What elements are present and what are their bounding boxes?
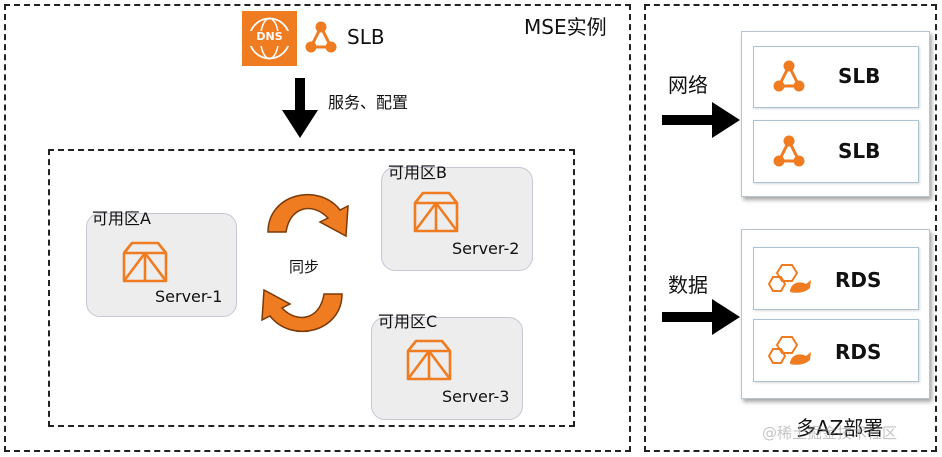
zone-b-label: 可用区B — [388, 163, 447, 182]
down-arrow-icon — [282, 78, 318, 138]
arrow-label: 服务、配置 — [328, 93, 409, 112]
slb-label: SLB — [347, 25, 385, 49]
zone-a-label: 可用区A — [92, 209, 151, 228]
slb-icon — [305, 21, 337, 53]
data-item-label: RDS — [835, 340, 882, 364]
sync-label: 同步 — [289, 258, 320, 276]
dns-label: DNS — [256, 30, 283, 43]
network-arrow-icon — [662, 102, 740, 138]
data-arrow-icon — [662, 299, 740, 335]
zones-container — [48, 149, 575, 427]
zone-c — [371, 317, 523, 420]
data-item-label: RDS — [835, 268, 882, 292]
zone-a — [86, 213, 237, 317]
server-2-label: Server-2 — [452, 239, 520, 258]
server-3-icon — [406, 339, 452, 381]
sync-arrow-top-icon — [267, 194, 349, 238]
network-item-label: SLB — [838, 64, 881, 88]
multi-az-title: 多AZ部署 — [796, 416, 884, 440]
data-label: 数据 — [668, 273, 708, 297]
network-item — [753, 120, 919, 183]
network-label: 网络 — [668, 73, 708, 97]
server-1-icon — [122, 241, 168, 283]
server-2-icon — [413, 191, 459, 233]
multi-az-panel — [644, 4, 937, 452]
rds-icon — [767, 264, 811, 293]
rds-icon — [767, 336, 811, 365]
mse-instance-title: MSE实例 — [524, 15, 607, 39]
network-item — [753, 46, 919, 108]
watermark: @稀土掘金技术社区 — [762, 424, 898, 442]
mse-instance-panel — [4, 4, 631, 452]
slb-icon — [773, 135, 805, 167]
dns-icon: DNS — [242, 11, 297, 66]
zone-c-label: 可用区C — [378, 312, 438, 331]
slb-icon — [773, 60, 805, 92]
server-1-label: Server-1 — [155, 287, 223, 306]
network-item-label: SLB — [838, 139, 881, 163]
server-3-label: Server-3 — [442, 387, 510, 406]
sync-arrow-bottom-icon — [261, 288, 343, 332]
